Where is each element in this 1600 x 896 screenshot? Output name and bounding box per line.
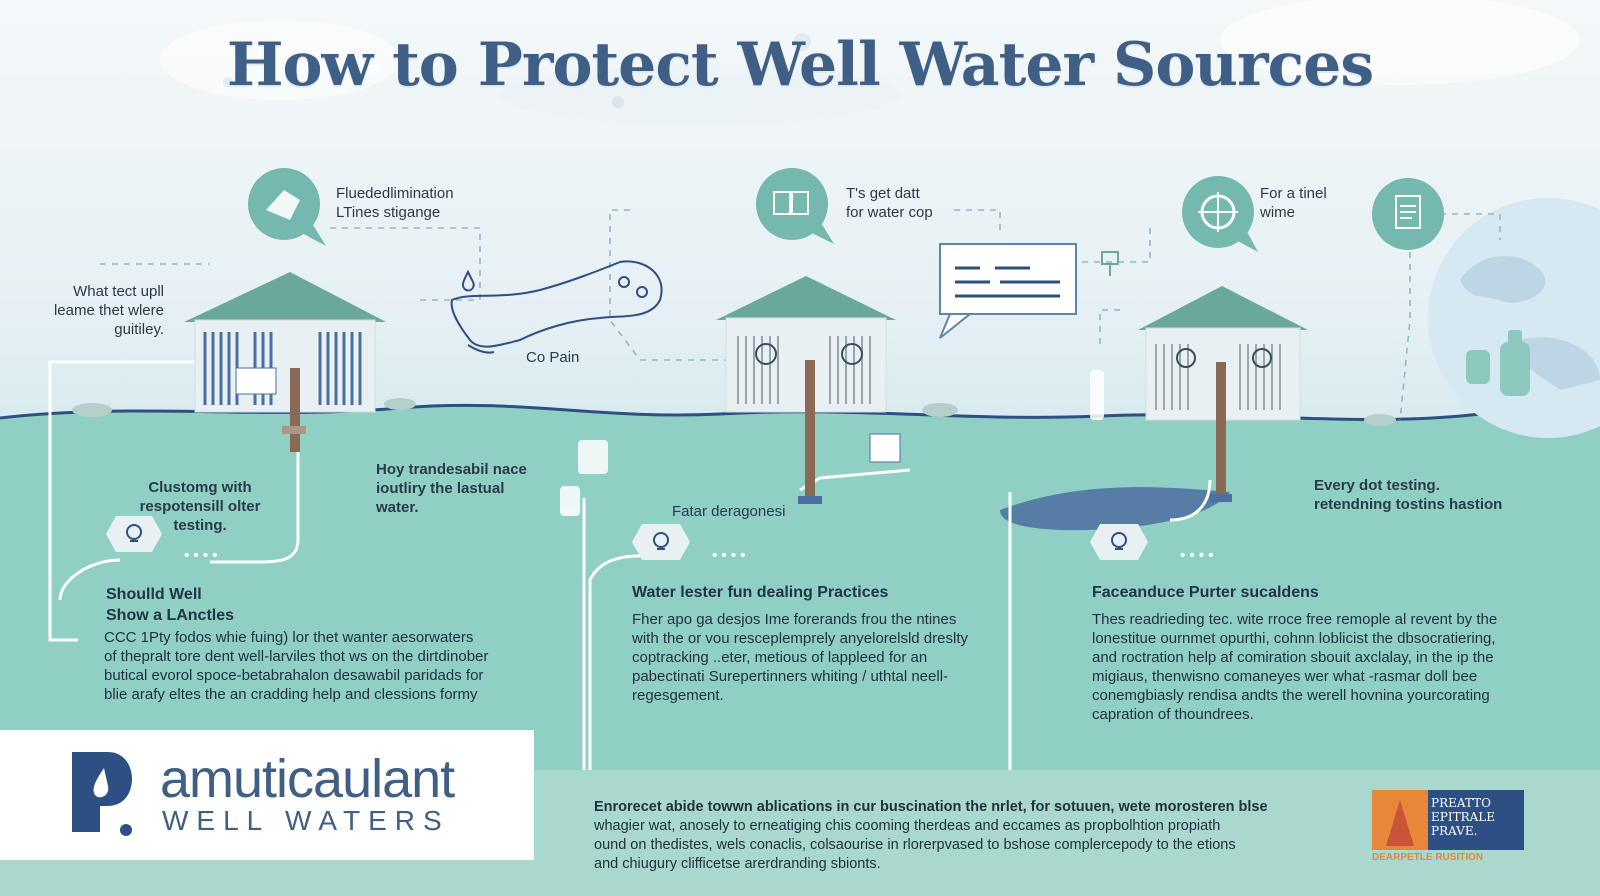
- left-note-line-2: leame thet wlere: [53, 302, 164, 319]
- callout-book-icon: [756, 168, 834, 244]
- station-1-paragraph-line-2: of thepralt tore dent well-larviles thot…: [104, 648, 489, 665]
- station-2-label-a: Fatar deragonesi: [672, 503, 786, 520]
- callout-2-line-1: T's get datt: [846, 185, 920, 202]
- station-2-paragraph-line-5: regesgement.: [632, 687, 724, 704]
- data-board: [939, 243, 1077, 339]
- station-1-label-a-line-2: respotensill olter: [139, 498, 261, 515]
- station-3-paragraph-line-1: Thes readrieding tec. wite rroce free re…: [1092, 611, 1498, 628]
- publisher-badge: [1372, 790, 1524, 850]
- station-3-paragraph-line-2: lonestitue ournmet opurthi, cohnn loblic…: [1092, 630, 1496, 647]
- station-3-paragraph-line-3: and roctration help af comiration sbouit…: [1092, 649, 1494, 666]
- station-3-label-a: Every dot testing. retendning tostins ha…: [1314, 476, 1502, 514]
- logo-icon: [72, 752, 132, 836]
- footer-text: Enrorecet abide towwn ablications in cur…: [594, 798, 1314, 874]
- globe-icon: [1428, 198, 1600, 438]
- storage-tank-icon: [1466, 330, 1530, 396]
- callout-1-line-1: Fluededlimination: [336, 185, 454, 202]
- callout-3-line-2: wime: [1260, 204, 1296, 221]
- station-1-label-b-line-3: water.: [376, 499, 419, 516]
- left-note-line-3: guitiley.: [114, 321, 164, 338]
- station-2-heading: Water lester fun dealing Practices: [632, 584, 889, 601]
- document-icon: [1372, 178, 1444, 250]
- footer-line-2: whagier wat, anosely to erneatiging chis…: [594, 818, 1221, 834]
- footer-line-1: Enrorecet abide towwn ablications in cur…: [594, 799, 1268, 815]
- station-1-label-a-line-1: Clustomg with: [148, 479, 252, 496]
- page-title: How to Protect Well Water Sources: [226, 30, 1374, 100]
- lightbulb-hexagon-3: [1090, 524, 1148, 560]
- callout-3-line-1: For a tinel: [1260, 185, 1327, 202]
- small-flag-icon: [1101, 251, 1119, 276]
- callout-2-line-2: for water cop: [846, 204, 933, 221]
- station-1-label-b-line-1: Hoy trandesabil nace: [376, 461, 527, 478]
- badge-text: PREATTO EPITRALE PRAVE.: [1431, 796, 1523, 838]
- well-house-2: [716, 276, 901, 504]
- logo-name: amuticaulant: [160, 749, 455, 809]
- station-1-paragraph-line-4: blie arafy eltes the an cradding help an…: [104, 686, 478, 703]
- lightbulb-hexagon-1: [106, 516, 162, 552]
- station-2-paragraph-line-1: Fher apo ga desjos Ime forerands frou th…: [632, 611, 957, 628]
- left-note-line-1: What tect upll: [73, 283, 164, 300]
- logo-subtitle: WELL WATERS: [162, 805, 450, 836]
- station-2-dots: • • • •: [712, 547, 746, 564]
- badge-line-3: PRAVE.: [1431, 824, 1478, 838]
- pipe-fittings: [560, 370, 1104, 516]
- station-3-paragraph-line-6: capration of thoundrees.: [1092, 706, 1254, 723]
- callout-2-label: T's get datt for water cop: [846, 184, 933, 222]
- station-3-heading: Faceanduce Purter sucaldens: [1092, 584, 1319, 601]
- callout-1-label: Fluededlimination LTines stigange: [336, 184, 454, 222]
- badge-line-1: PREATTO: [1431, 796, 1491, 810]
- watercolor-splashes: [160, 0, 1580, 125]
- station-3-dots: • • • •: [1180, 547, 1214, 564]
- station-1-dots: • • • •: [184, 547, 218, 564]
- station-1-paragraph: CCC 1Pty fodos whie fuing) lor thet want…: [104, 628, 524, 704]
- station-2-paragraph: Fher apo ga desjos Ime forerands frou th…: [632, 610, 1012, 705]
- well-house-3: [1138, 286, 1308, 502]
- map-label: Co Pain: [526, 349, 580, 366]
- station-1-label-a-line-3: testing.: [173, 517, 227, 534]
- station-1-label-b-line-2: ioutliry the lastual: [376, 480, 505, 497]
- station-3-paragraph-line-5: conemgbiasly rendisa andts the werell ho…: [1092, 687, 1490, 704]
- station-1-heading-line-1: Shoulld Well: [106, 586, 202, 603]
- station-1-label-a: Clustomg with respotensill olter testing…: [120, 478, 280, 535]
- station-2-paragraph-line-2: with the or vou resceplemprely anyelorel…: [632, 630, 968, 647]
- badge-caption: DEARPETLE RUSITION: [1372, 852, 1484, 863]
- station-3-label-a-line-2: retendning tostins hastion: [1314, 496, 1503, 513]
- callout-leaf-wheel-icon: [1182, 176, 1258, 252]
- station-1-label-b: Hoy trandesabil nace ioutliry the lastua…: [376, 460, 527, 517]
- callout-pump-icon: [248, 168, 326, 246]
- badge-line-2: EPITRALE: [1431, 810, 1496, 824]
- callout-3-label: For a tinel wime: [1260, 184, 1327, 222]
- left-note: What tect upll leame thet wlere guitiley…: [30, 282, 164, 339]
- station-3-paragraph-line-4: migiaus, thenwisno comaneyes wer what -r…: [1092, 668, 1478, 685]
- station-3-label-a-line-1: Every dot testing.: [1314, 477, 1440, 494]
- footer-line-3: ound on thedistes, wels conaclis, colsao…: [594, 837, 1236, 853]
- station-1-paragraph-line-3: butical evorol spoce-betabrahalon desawa…: [104, 667, 484, 684]
- station-1-heading-line-2: Show a LAnctles: [106, 607, 235, 624]
- station-2-paragraph-line-3: coptracking ..eter, metious of lappleed …: [632, 649, 928, 666]
- shrubs: [72, 398, 1396, 426]
- footer-line-4: and chiugury clifficetse arerdranding sb…: [594, 856, 881, 872]
- lightbulb-hexagon-2: [632, 524, 690, 560]
- water-drop-icon: [461, 269, 475, 292]
- station-1-paragraph-line-1: CCC 1Pty fodos whie fuing) lor thet want…: [104, 629, 474, 646]
- well-house-1: [184, 272, 386, 452]
- station-3-paragraph: Thes readrieding tec. wite rroce free re…: [1092, 610, 1522, 724]
- station-1-heading: Shoulld Well Show a LAnctles: [106, 584, 234, 626]
- callout-1-line-2: LTines stigange: [336, 204, 441, 221]
- route-map: [450, 260, 663, 354]
- station-2-paragraph-line-4: pabectinati Surepertinners whiting / uth…: [632, 668, 949, 685]
